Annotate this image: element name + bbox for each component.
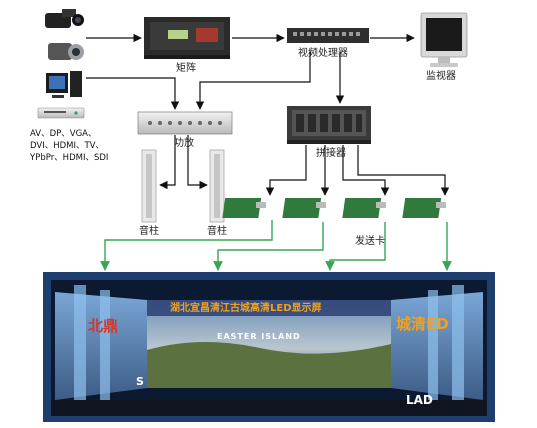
speaker-column-left (141, 149, 157, 223)
arrow-card-3-to-screen (325, 222, 386, 271)
arrow-computer-to-amplifier (86, 77, 180, 110)
screen-left-bottom-text: S (136, 375, 144, 388)
label-splicer: 拼接器 (316, 148, 346, 159)
label-amplifier: 功放 (174, 138, 194, 149)
led-display-wall (43, 272, 495, 422)
label-sender-card: 发送卡 (355, 236, 385, 247)
arrow-splicer-to-card-4 (357, 145, 450, 196)
arrow-amplifier-to-speaker-right (187, 135, 208, 190)
dvd-player-icon (37, 107, 85, 119)
arrow-splicer-to-card-3 (342, 145, 390, 196)
computer-icon (46, 71, 82, 98)
sender-card-4 (402, 198, 446, 218)
sender-card-1 (222, 198, 266, 218)
video-processor-device (287, 28, 369, 43)
arrow-splicer-to-card-1 (265, 145, 307, 196)
matrix-device (144, 17, 230, 59)
label-speaker-right: 音柱 (207, 226, 227, 237)
label-speaker-left: 音柱 (139, 226, 159, 237)
label-video-processor: 视频处理器 (298, 48, 348, 59)
source-formats-line-2: DVI、HDMI、TV、 (30, 141, 105, 151)
signal-arrows-black (86, 33, 450, 196)
screen-right-side-text: 城清ED (396, 315, 449, 333)
arrow-card-1-to-screen (100, 220, 273, 271)
arrow-card-2-to-screen (213, 222, 324, 271)
sender-card-3 (342, 198, 386, 218)
sender-card-2 (282, 198, 326, 218)
arrow-processor-to-amplifier (195, 52, 311, 110)
screen-subtitle-text: EASTER ISLAND (217, 332, 301, 341)
label-matrix: 矩阵 (176, 63, 196, 74)
speaker-column-right (209, 149, 225, 223)
screen-right-bottom-text: LAD (406, 393, 433, 407)
arrow-amplifier-to-speaker-left (159, 135, 176, 190)
screen-left-side-text: 北鼎 (88, 317, 119, 335)
monitor-icon (420, 12, 468, 67)
source-formats-list: AV、DP、VGA、 DVI、HDMI、TV、 YPbPr、HDMI、SDI (30, 128, 108, 164)
source-formats-line-3: YPbPr、HDMI、SDI (30, 153, 109, 163)
source-formats-line-1: AV、DP、VGA、 (30, 129, 97, 139)
amplifier-device (137, 111, 233, 135)
signal-arrows-green (100, 220, 452, 271)
video-camera-icon (48, 43, 84, 60)
label-monitor: 监视器 (426, 71, 456, 82)
screen-banner-text: 湖北宜昌清江古城高清LED显示屏 (170, 303, 322, 314)
splicer-device (287, 106, 371, 144)
camcorder-icon (45, 9, 84, 28)
